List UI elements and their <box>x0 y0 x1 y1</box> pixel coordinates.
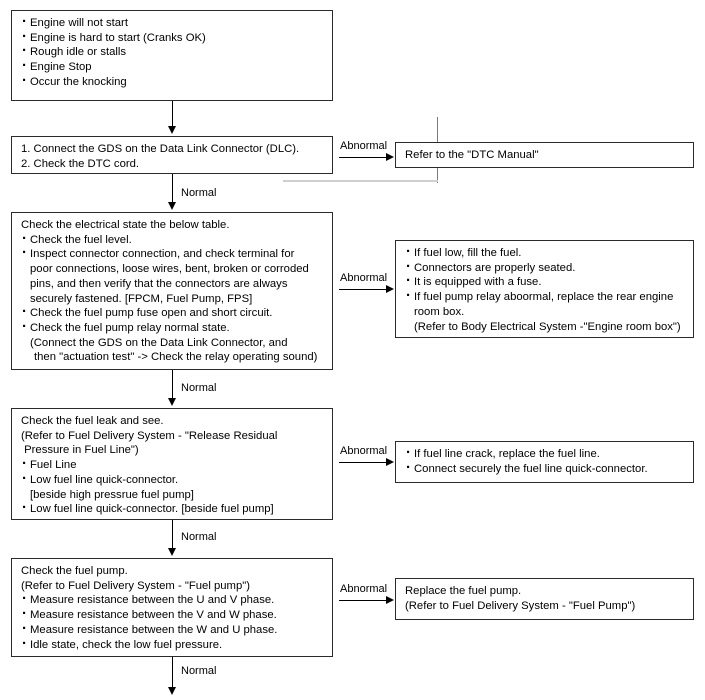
arrow-step1-to-step2 <box>168 202 176 210</box>
bullet-line: Idle state, check the low fuel pressure. <box>21 637 325 653</box>
symptom-box: Engine will not startEngine is hard to s… <box>11 10 333 101</box>
scan-artifact-horizontal-line <box>283 180 438 182</box>
step-electrical-state: Check the electrical state the below tab… <box>11 212 333 370</box>
bullet-line: Measure resistance between the V and W p… <box>21 607 325 623</box>
bullet-line: It is equipped with a fuse. <box>405 274 686 290</box>
text-line: 1. Connect the GDS on the Data Link Conn… <box>21 143 300 155</box>
bullet-line: Low fuel line quick-connector. [beside f… <box>21 501 325 517</box>
step-fuel-pump-content: Check the fuel pump. (Refer to Fuel Deliv… <box>12 564 332 652</box>
arrow-step4-to-result4 <box>386 596 394 604</box>
arrow-step4-to-next <box>168 687 176 695</box>
bullet-line: Low fuel line quick-connector. <box>21 472 325 488</box>
bullet-line: Inspect connector connection, and check … <box>21 246 325 262</box>
text-line: Pressure in Fuel Line") <box>21 444 139 457</box>
edge-label-abnormal-2: Abnormal <box>340 272 388 284</box>
text-line: (Connect the GDS on the Data Link Connec… <box>30 336 288 349</box>
bullet-line: Engine is hard to start (Cranks OK) <box>21 30 325 46</box>
edge-label-abnormal-1: Abnormal <box>340 140 388 152</box>
arrow-step2-to-result2 <box>386 285 394 293</box>
connector-symptoms-to-step1 <box>172 101 173 128</box>
arrow-step2-to-step3 <box>168 398 176 406</box>
step-electrical-state-content: Check the electrical state the below tab… <box>12 218 332 365</box>
bullet-line: Rough idle or stalls <box>21 44 325 60</box>
step-fuel-leak: Check the fuel leak and see. (Refer to Fu… <box>11 408 333 520</box>
text-line: (Refer to Fuel Delivery System - "Releas… <box>21 429 278 442</box>
arrow-symptoms-to-step1 <box>168 126 176 134</box>
arrow-step3-to-result3 <box>386 458 394 466</box>
bullet-line: Occur the knocking <box>21 74 325 90</box>
text-line: poor connections, loose wires, bent, bro… <box>30 263 309 276</box>
connector-step3-to-step4 <box>172 520 173 550</box>
text-line: 2. Check the DTC cord. <box>21 157 140 170</box>
step-fuel-leak-content: Check the fuel leak and see. (Refer to Fu… <box>12 414 332 517</box>
result-fuel-line-actions: If fuel line crack, replace the fuel lin… <box>395 441 694 483</box>
bullet-line: Fuel Line <box>21 457 325 473</box>
step-gds-dtc-content: 1. Connect the GDS on the Data Link Conn… <box>12 142 332 171</box>
step-gds-dtc: 1. Connect the GDS on the Data Link Conn… <box>11 136 333 174</box>
bullet-line: If fuel low, fill the fuel. <box>405 245 686 261</box>
connector-step4-to-next <box>172 657 173 689</box>
bullet-line: Connectors are properly seated. <box>405 260 686 276</box>
text-line: (Refer to Fuel Delivery System - "Fuel p… <box>21 579 250 592</box>
text-line: securely fastened. [FPCM, Fuel Pump, FPS… <box>30 292 253 305</box>
connector-step1-to-step2 <box>172 174 173 204</box>
text-line: room box. <box>414 305 465 318</box>
text-line: (Refer to Fuel Delivery System - "Fuel P… <box>405 599 636 612</box>
edge-label-normal-4: Normal <box>181 665 217 677</box>
text-line: [beside high pressrue fuel pump] <box>30 488 194 501</box>
bullet-line: If fuel line crack, replace the fuel lin… <box>405 446 686 462</box>
bullet-line: If fuel pump relay aboormal, replace the… <box>405 289 686 305</box>
arrow-step1-to-result1 <box>386 153 394 161</box>
text-line: then "actuation test" -> Check the relay… <box>34 351 318 364</box>
bullet-line: Engine Stop <box>21 59 325 75</box>
edge-label-normal-2: Normal <box>181 382 217 394</box>
bullet-line: Check the fuel level. <box>21 232 325 248</box>
connector-step1-to-result1 <box>339 157 387 158</box>
bullet-line: Measure resistance between the U and V p… <box>21 592 325 608</box>
result-dtc-manual: Refer to the "DTC Manual" <box>395 142 694 168</box>
text-line: Check the fuel pump. <box>21 565 128 577</box>
edge-label-abnormal-4: Abnormal <box>340 583 388 595</box>
symptom-box-content: Engine will not startEngine is hard to s… <box>12 15 332 90</box>
result-fuel-line-actions-content: If fuel line crack, replace the fuel lin… <box>396 446 693 477</box>
bullet-line: Engine will not start <box>21 15 325 31</box>
edge-label-abnormal-3: Abnormal <box>340 445 388 457</box>
text-line: Replace the fuel pump. <box>405 585 522 597</box>
connector-step4-to-result4 <box>339 600 387 601</box>
arrow-step3-to-step4 <box>168 548 176 556</box>
text-line: pins, and then verify that the connector… <box>30 277 288 290</box>
connector-step2-to-result2 <box>339 289 387 290</box>
bullet-line: Check the fuel pump relay normal state. <box>21 320 325 336</box>
bullet-line: Measure resistance between the W and U p… <box>21 622 325 638</box>
result-dtc-manual-content: Refer to the "DTC Manual" <box>396 148 693 163</box>
bullet-line: Check the fuel pump fuse open and short … <box>21 305 325 321</box>
edge-label-normal-1: Normal <box>181 187 217 199</box>
connector-step2-to-step3 <box>172 370 173 400</box>
edge-label-normal-3: Normal <box>181 531 217 543</box>
text-line: Check the electrical state the below tab… <box>21 219 230 231</box>
bullet-line: Connect securely the fuel line quick-con… <box>405 461 686 477</box>
result-electrical-actions-content: If fuel low, fill the fuel.Connectors ar… <box>396 245 693 334</box>
result-replace-fuel-pump: Replace the fuel pump. (Refer to Fuel Del… <box>395 578 694 620</box>
text-line: Refer to the "DTC Manual" <box>405 149 539 161</box>
result-electrical-actions: If fuel low, fill the fuel.Connectors ar… <box>395 240 694 338</box>
text-line: Check the fuel leak and see. <box>21 415 164 427</box>
step-fuel-pump: Check the fuel pump. (Refer to Fuel Deliv… <box>11 558 333 657</box>
text-line: (Refer to Body Electrical System -"Engin… <box>414 320 681 333</box>
connector-step3-to-result3 <box>339 462 387 463</box>
result-replace-fuel-pump-content: Replace the fuel pump. (Refer to Fuel Del… <box>396 584 693 613</box>
